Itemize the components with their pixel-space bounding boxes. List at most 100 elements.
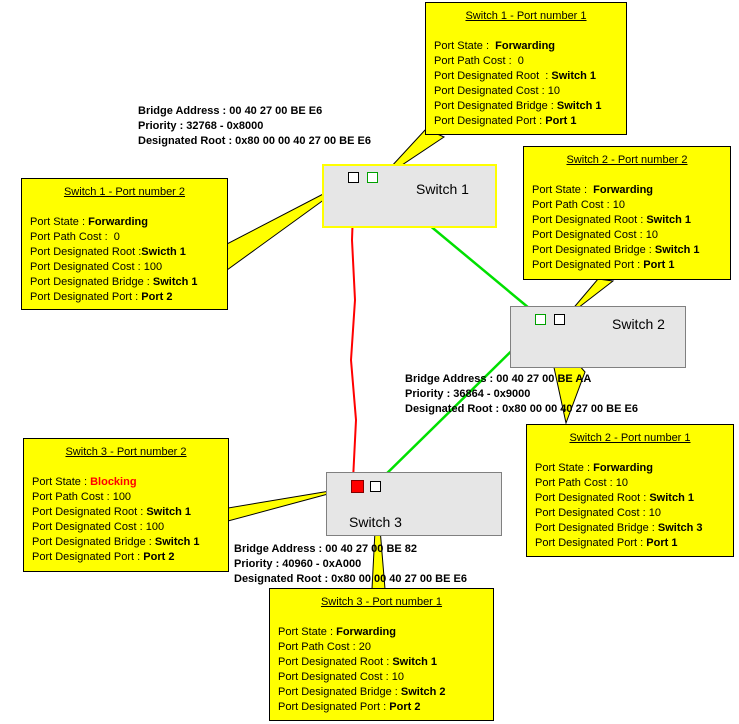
port-field-row: Port Path Cost : 20 bbox=[278, 640, 446, 655]
port-field-label: Port Designated Port : bbox=[30, 291, 142, 303]
switch-1-label: Switch 1 bbox=[416, 181, 469, 197]
port-field-value: Switch 1 bbox=[649, 492, 694, 504]
port-field-value: Port 2 bbox=[143, 551, 175, 563]
callout-title: Switch 1 - Port number 1 bbox=[465, 10, 587, 22]
switch-3-port-1[interactable] bbox=[370, 481, 381, 492]
port-field-value: Switch 1 bbox=[146, 506, 191, 518]
port-field-row: Port Designated Bridge : Switch 1 bbox=[32, 535, 200, 550]
port-field-label: Port Designated Root : bbox=[278, 656, 393, 668]
port-field-label: Port Designated Cost : 10 bbox=[532, 229, 658, 241]
port-field-row: Port Path Cost : 0 bbox=[434, 54, 602, 69]
port-field-value: Forwarding bbox=[495, 40, 556, 52]
bridge-designated-root: Designated Root : 0x80 00 00 40 27 00 BE… bbox=[405, 403, 638, 415]
port-field-value: Forwarding bbox=[593, 184, 654, 196]
port-field-row: Port State : Forwarding bbox=[30, 215, 198, 230]
port-field-value: Forwarding bbox=[593, 462, 653, 474]
port-field-label: Port Designated Bridge : bbox=[434, 100, 557, 112]
port-field-row: Port Designated Cost : 10 bbox=[535, 506, 703, 521]
port-field-value: Port 2 bbox=[389, 701, 421, 713]
port-field-label: Port Designated Port : bbox=[535, 537, 647, 549]
callout-switch-3-port-1: Switch 3 - Port number 1 Port State : For… bbox=[269, 588, 494, 721]
port-field-label: Port Designated Cost : 100 bbox=[30, 261, 163, 273]
switch-3-label: Switch 3 bbox=[349, 514, 402, 530]
port-field-row: Port Designated Bridge : Switch 3 bbox=[535, 521, 703, 536]
switch-3-port-2[interactable] bbox=[351, 480, 364, 493]
port-field-row: Port Designated Root : Switch 1 bbox=[434, 69, 602, 84]
port-field-value: Switch 1 bbox=[154, 536, 200, 548]
bridge-address: Bridge Address : 00 40 27 00 BE 82 bbox=[234, 543, 418, 555]
port-field-label: Port Designated Bridge : bbox=[32, 536, 155, 548]
callout-title: Switch 3 - Port number 1 bbox=[320, 596, 443, 608]
port-field-row: Port Designated Cost : 100 bbox=[32, 520, 200, 535]
port-field-label: Port Designated Port : bbox=[278, 701, 390, 713]
port-field-label: Port Path Cost : 10 bbox=[532, 199, 625, 211]
port-field-row: Port Designated Port : Port 2 bbox=[30, 290, 198, 305]
port-field-value: Port 2 bbox=[141, 291, 173, 303]
port-field-row: Port Designated Bridge : Switch 2 bbox=[278, 685, 446, 700]
port-field-row: Port Designated Cost : 10 bbox=[278, 670, 446, 685]
port-field-label: Port Path Cost : 20 bbox=[278, 641, 371, 653]
port-field-label: Port Designated Port : bbox=[532, 259, 644, 271]
switch-1-port-1[interactable] bbox=[367, 172, 378, 183]
port-field-row: Port Path Cost : 10 bbox=[532, 198, 700, 213]
switch-2-label: Switch 2 bbox=[612, 316, 665, 332]
port-field-label: Port State : bbox=[32, 476, 91, 488]
switch-1[interactable]: Switch 1 bbox=[322, 164, 497, 228]
port-field-label: Port Designated Cost : 10 bbox=[434, 85, 560, 97]
port-field-value: Switch 1 bbox=[646, 214, 691, 226]
port-field-row: Port Designated Root :Swicth 1 bbox=[30, 245, 198, 260]
port-field-label: Port Designated Cost : 10 bbox=[535, 507, 661, 519]
port-field-row: Port State : Forwarding bbox=[535, 461, 703, 476]
port-field-row: Port Designated Cost : 10 bbox=[532, 228, 700, 243]
switch-1-port-2[interactable] bbox=[348, 172, 359, 183]
callout-title: Switch 2 - Port number 2 bbox=[566, 154, 688, 166]
port-field-value: Switch 1 bbox=[551, 70, 597, 82]
port-field-value: Switch 2 bbox=[400, 686, 446, 698]
port-state-blocking: Blocking bbox=[90, 476, 137, 488]
port-field-row: Port Path Cost : 0 bbox=[30, 230, 198, 245]
port-field-value: Switch 1 bbox=[152, 276, 198, 288]
port-field-label: Port Designated Bridge : bbox=[30, 276, 153, 288]
port-field-row: Port Path Cost : 100 bbox=[32, 490, 200, 505]
port-field-label: Port Designated Port : bbox=[434, 115, 546, 127]
port-field-value: Forwarding bbox=[88, 216, 148, 228]
bridge-priority: Priority : 40960 - 0xA000 bbox=[234, 558, 362, 570]
port-field-value: Switch 1 bbox=[654, 244, 700, 256]
port-field-row: Port Designated Port : Port 1 bbox=[434, 114, 602, 129]
port-field-row: Port Designated Root : Switch 1 bbox=[532, 213, 700, 228]
port-field-label: Port Designated Cost : 100 bbox=[32, 521, 165, 533]
callout-title: Switch 2 - Port number 1 bbox=[569, 432, 691, 444]
switch-2-port-1[interactable] bbox=[535, 314, 546, 325]
port-field-label: Port State : bbox=[535, 462, 594, 474]
bridge-address: Bridge Address : 00 40 27 00 BE AA bbox=[405, 373, 592, 385]
port-field-row: Port Designated Root : Switch 1 bbox=[278, 655, 446, 670]
callout-switch-1-port-1: Switch 1 - Port number 1 Port State : For… bbox=[425, 2, 627, 135]
port-field-label: Port Path Cost : 10 bbox=[535, 477, 628, 489]
link-s1-s3-blocking bbox=[349, 183, 358, 481]
port-field-value: Forwarding bbox=[336, 626, 396, 638]
port-field-label: Port Designated Cost : 10 bbox=[278, 671, 404, 683]
port-field-label: Port Designated Root : bbox=[532, 214, 647, 226]
port-field-label: Port Designated Root : bbox=[535, 492, 650, 504]
port-field-label: Port Designated Port : bbox=[32, 551, 144, 563]
bridge-priority: Priority : 32768 - 0x8000 bbox=[138, 120, 264, 132]
port-field-label: Port Designated Root : bbox=[434, 70, 552, 82]
bridge-info-switch-2: Bridge Address : 00 40 27 00 BE AA Prior… bbox=[405, 372, 638, 417]
port-field-value: Switch 1 bbox=[556, 100, 602, 112]
switch-2-port-2[interactable] bbox=[554, 314, 565, 325]
port-field-label: Port Path Cost : 0 bbox=[30, 231, 120, 243]
port-field-label: Port Path Cost : 0 bbox=[434, 55, 524, 67]
port-field-label: Port Designated Bridge : bbox=[278, 686, 401, 698]
port-field-label: Port Designated Root : bbox=[32, 506, 147, 518]
port-field-value: Switch 1 bbox=[392, 656, 437, 668]
port-field-label: Port Path Cost : 100 bbox=[32, 491, 132, 503]
port-field-value: Swicth 1 bbox=[141, 246, 186, 258]
bridge-address: Bridge Address : 00 40 27 00 BE E6 bbox=[138, 105, 323, 117]
